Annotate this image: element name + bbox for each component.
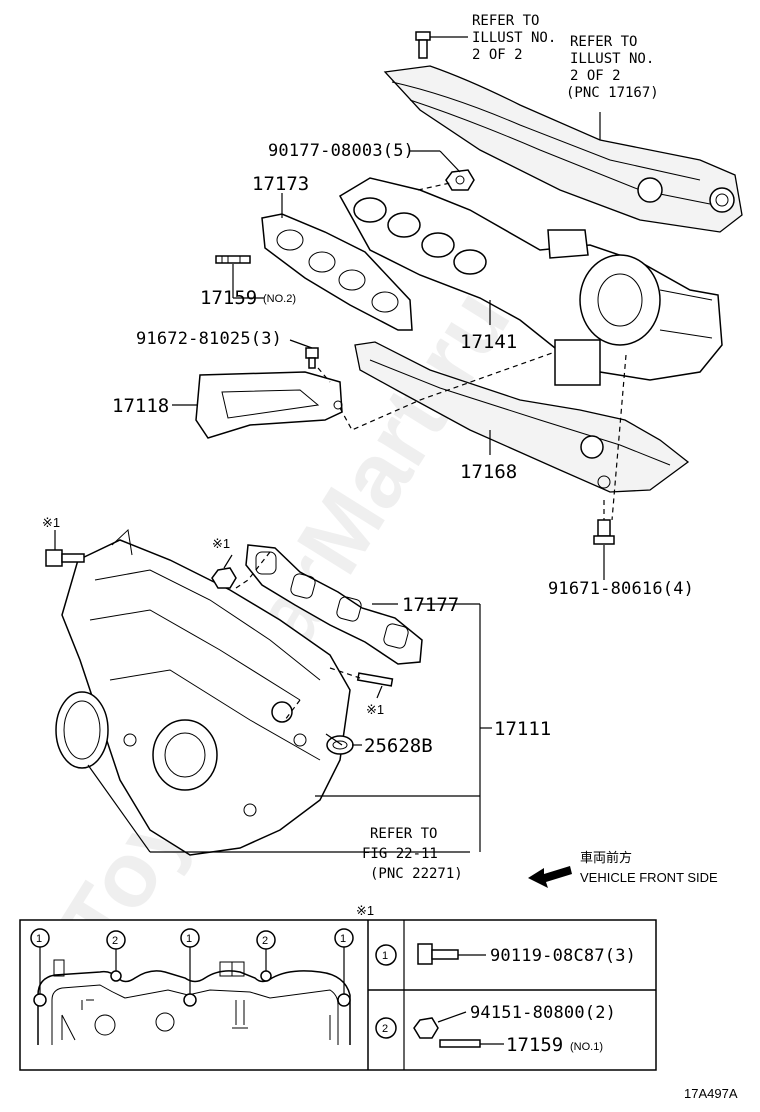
- legend-row-2: 2 94151-80800(2) 17159 (NO.1): [375, 1003, 616, 1056]
- label-17159: 17159: [200, 287, 257, 309]
- legend-callout-1c-text: 1: [340, 933, 346, 945]
- intake-manifold: [61, 528, 351, 856]
- ref-illust-1-line3: 2 OF 2: [472, 47, 523, 63]
- bolt-top: [415, 31, 468, 59]
- ref-illust-2-line2: ILLUST NO.: [570, 51, 654, 67]
- legend-flange: [33, 959, 351, 1045]
- legend-row-2-part2: 17159: [506, 1034, 563, 1056]
- legend-callout-1c: 1: [334, 928, 354, 994]
- nut-star1: [211, 567, 237, 589]
- label-17118: 17118: [112, 395, 169, 417]
- legend-row-2-part: 94151-80800(2): [470, 1003, 616, 1023]
- bolt-star1: [45, 549, 85, 567]
- nut-90177: [445, 169, 475, 191]
- direction-en: VEHICLE FRONT SIDE: [580, 870, 718, 885]
- legend-row-1-part: 90119-08C87(3): [490, 946, 636, 966]
- gasket-17177: [245, 544, 423, 665]
- legend-row-1-num: 1: [382, 950, 388, 962]
- ref-illust-1-line2: ILLUST NO.: [472, 30, 556, 46]
- legend-title: ※1: [356, 903, 374, 918]
- legend-callout-2b: 2: [256, 930, 276, 971]
- star1-mark-nut: ※1: [212, 536, 230, 551]
- upper-heat-insulator: [383, 65, 743, 233]
- legend-callout-1a: 1: [30, 928, 50, 994]
- legend-callout-2a: 2: [106, 930, 126, 971]
- leader-lines: [54, 112, 627, 853]
- bolt-91671: [593, 519, 615, 545]
- lower-heat-insulator: [354, 341, 690, 493]
- legend-row-2-part2-note: (NO.1): [570, 1041, 603, 1053]
- label-91671: 91671-80616(4): [548, 579, 694, 599]
- label-91672: 91672-81025(3): [136, 329, 282, 349]
- legend-callout-1a-text: 1: [36, 933, 42, 945]
- label-17159-note: (NO.2): [263, 293, 296, 305]
- label-17177: 17177: [402, 594, 459, 616]
- legend-callout-2a-text: 2: [112, 935, 118, 947]
- ref-illust-2-line1: REFER TO: [570, 34, 637, 50]
- ref-fig-line2: FIG 22-11: [362, 846, 438, 862]
- bolt-91672: [305, 347, 319, 369]
- gasket-17173: [261, 213, 413, 331]
- bracket-17118: [195, 371, 343, 439]
- star1-mark-bolt: ※1: [42, 515, 60, 530]
- diagram-code: 17A497A: [684, 1086, 738, 1101]
- direction-jp: 車両前方: [580, 850, 632, 865]
- legend-callout-2b-text: 2: [262, 935, 268, 947]
- star1-mark-stud: ※1: [366, 702, 384, 717]
- legend-row-2-num: 2: [382, 1023, 388, 1035]
- label-17111: 17111: [494, 718, 551, 740]
- throttle-gasket: [55, 691, 109, 769]
- label-25628b: 25628B: [364, 735, 433, 757]
- ref-fig-line1: REFER TO: [370, 826, 437, 842]
- exhaust-manifold: [338, 177, 723, 386]
- label-17141: 17141: [460, 331, 517, 353]
- stud-17159: [215, 255, 251, 264]
- gasket-25628b: [326, 735, 354, 755]
- ref-fig-line3: (PNC 22271): [370, 866, 463, 882]
- ref-illust-2-line3: 2 OF 2: [570, 68, 621, 84]
- stud-star1: [356, 672, 394, 687]
- label-17168: 17168: [460, 461, 517, 483]
- legend-callout-1b: 1: [180, 928, 200, 994]
- ref-illust-2-line4: (PNC 17167): [566, 85, 659, 101]
- ref-illust-1-line1: REFER TO: [472, 13, 539, 29]
- legend-callout-1b-text: 1: [186, 933, 192, 945]
- legend-row-1: 1 90119-08C87(3): [375, 943, 636, 966]
- label-90177: 90177-08003(5): [268, 141, 414, 161]
- label-17173: 17173: [252, 173, 309, 195]
- front-direction-arrow: [528, 866, 572, 888]
